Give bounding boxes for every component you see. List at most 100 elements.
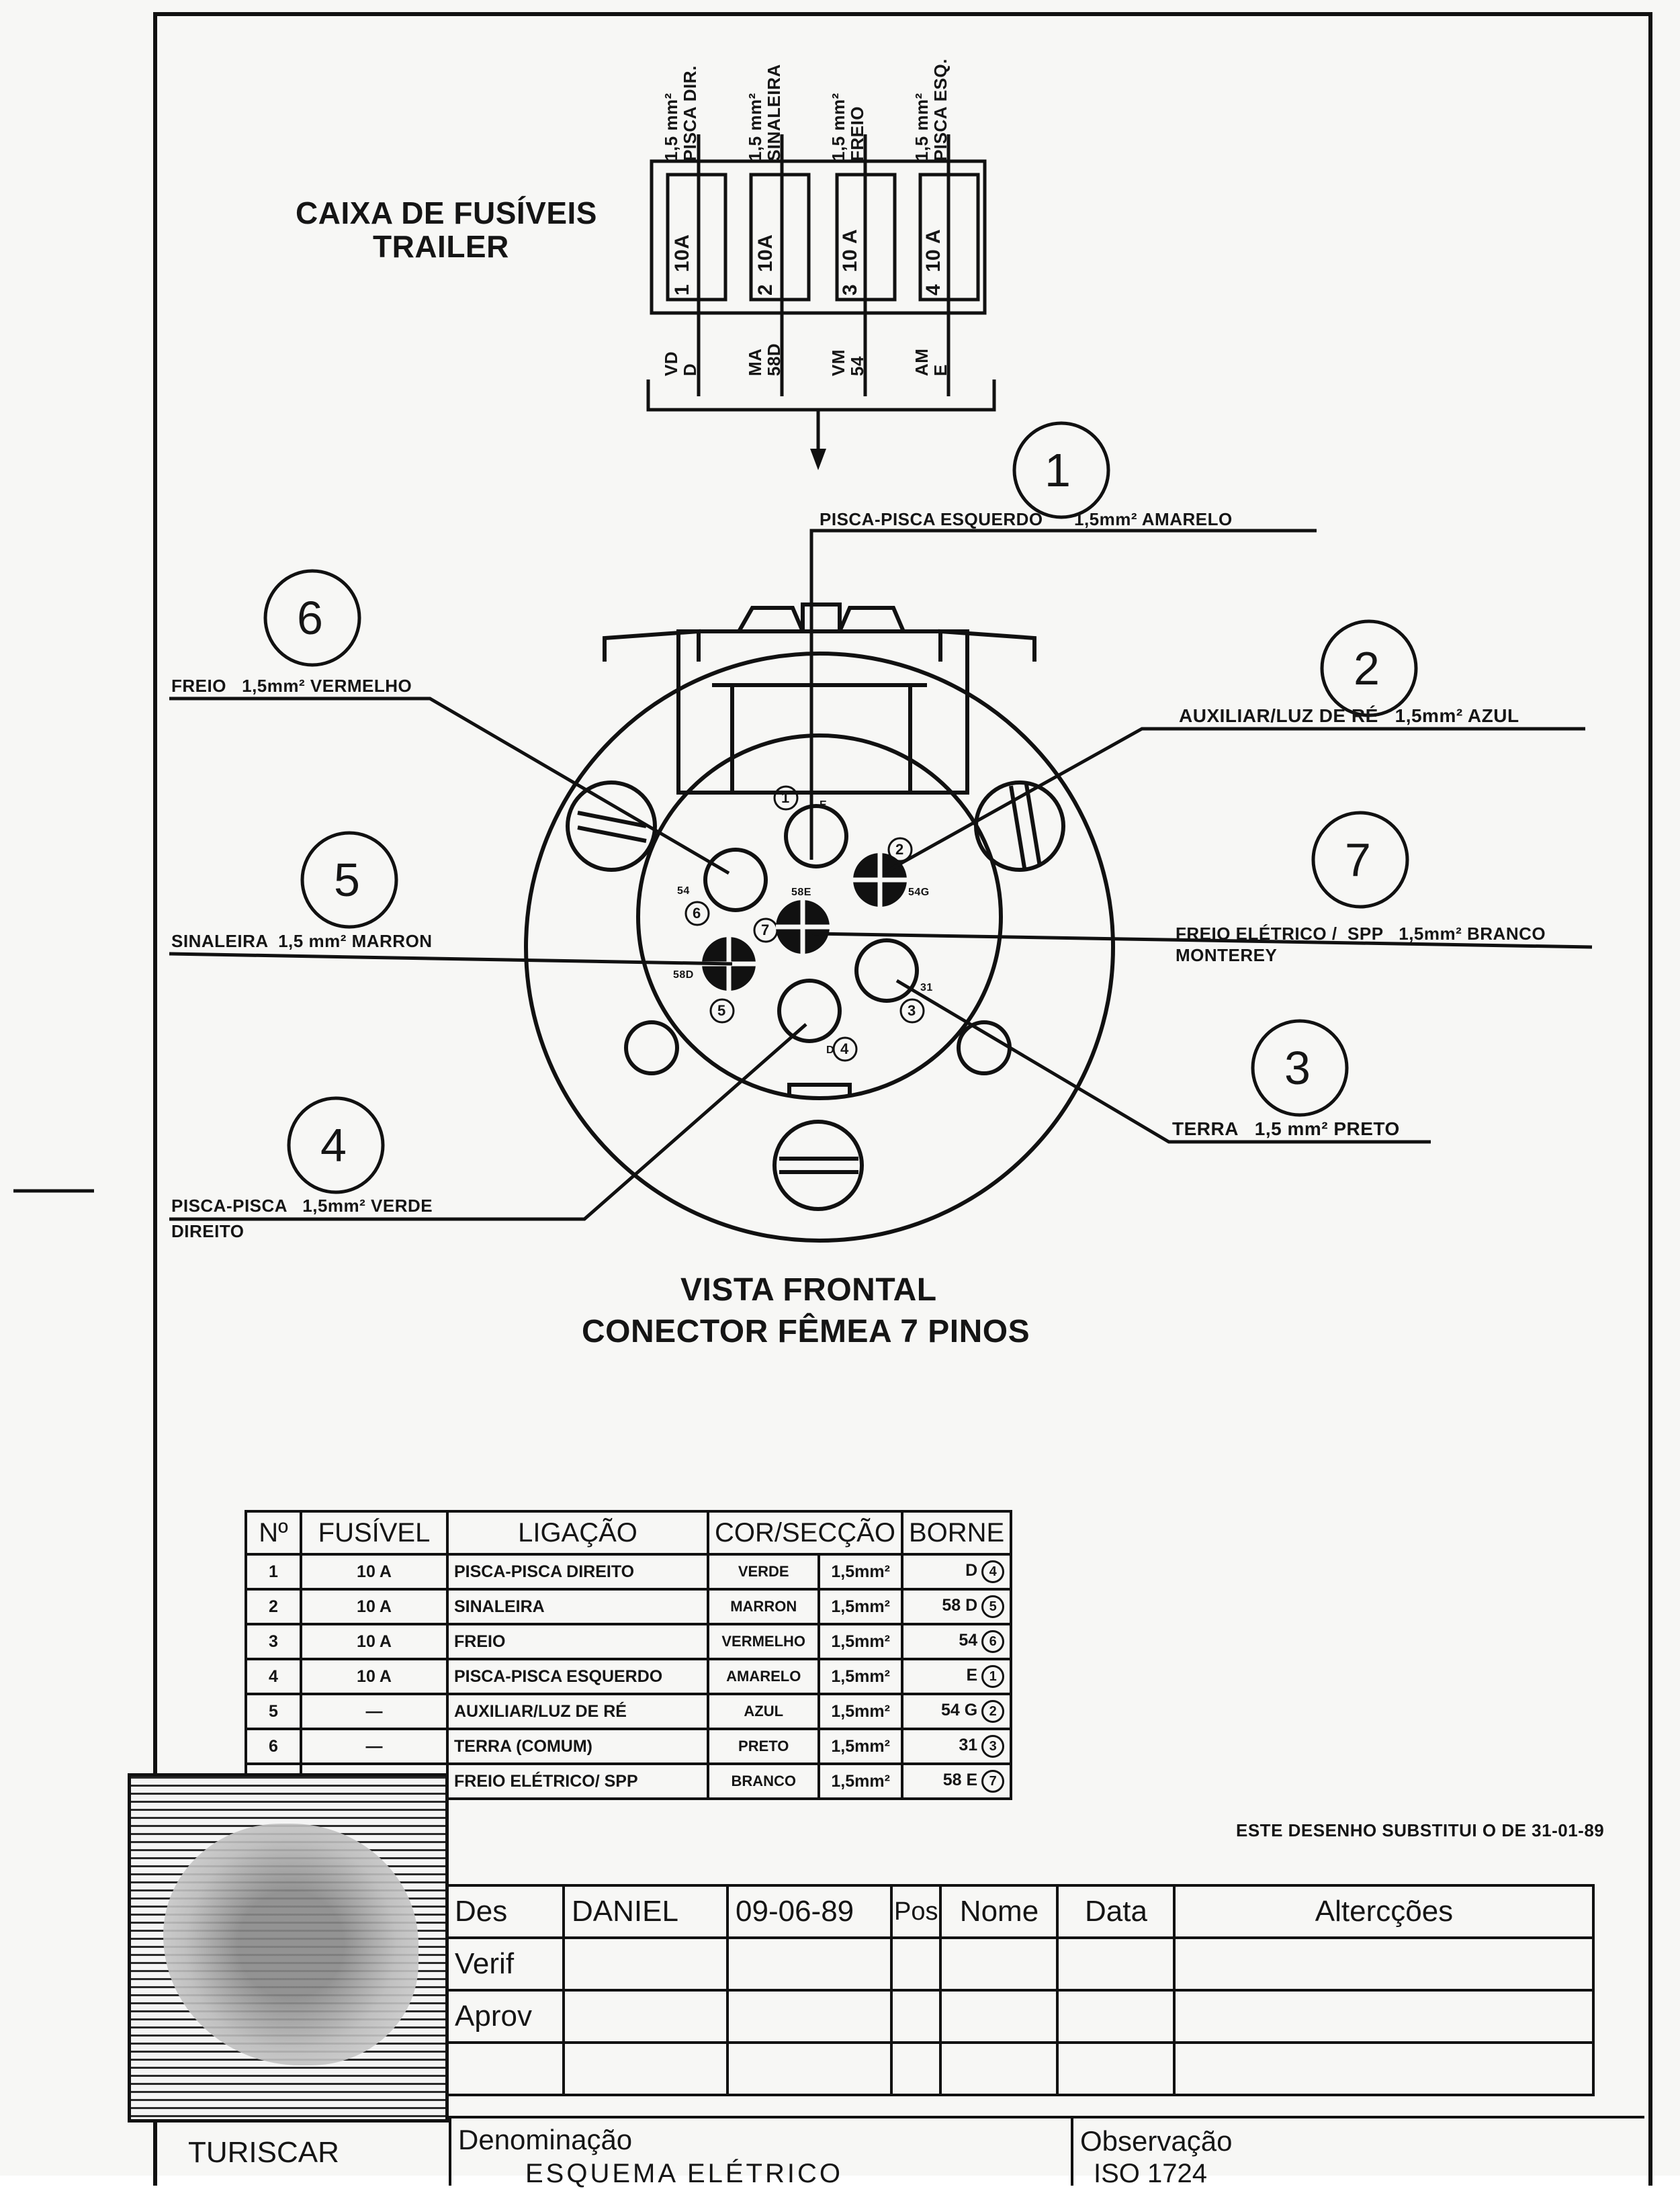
mount-screw-bottom [772, 1120, 864, 1211]
callout-circle-1 [1012, 421, 1110, 519]
borne-code: 31 [959, 1736, 978, 1754]
pin-marker-3 [899, 998, 925, 1024]
table-header-row: Nº FUSÍVEL LIGAÇÃO COR/SECÇÃO BORNE [245, 1510, 1013, 1556]
fuse-4-id: 4 10 A [922, 228, 944, 296]
cell-ligacao: FREIO ELÉTRICO/ SPP [446, 1762, 709, 1800]
blank-cell-3 [726, 2041, 893, 2096]
borne-pin-circle: 3 [981, 1735, 1005, 1758]
table-row: 7 — FREIO ELÉTRICO/ SPP BRANCO 1,5mm² 58… [245, 1762, 1013, 1800]
aprov-name-cell [562, 1989, 729, 2044]
cell-fusivel: — [300, 1693, 449, 1730]
callout-text-2: AUXILIAR/LUZ DE RÉ 1,5mm² AZUL [1179, 705, 1519, 726]
fuse-3-color: VM [828, 349, 848, 376]
pin-number-6: 6 [693, 905, 701, 922]
callout-circle-3 [1251, 1019, 1349, 1117]
insert-key-notch [787, 1083, 852, 1095]
col-data: Data [1056, 1884, 1176, 1939]
callout-number-5: 5 [334, 854, 361, 906]
verif-nome-cell [939, 1936, 1059, 1992]
leader-7 [812, 932, 1593, 949]
cell-no: 3 [245, 1623, 302, 1660]
borne-pin-circle: 2 [981, 1700, 1005, 1723]
cell-fusivel: 10 A [300, 1623, 449, 1660]
harness-arrow-head [810, 449, 826, 470]
fuse-3-terminal: 54 [847, 356, 867, 376]
table-row: 4 10 A PISCA-PISCA ESQUERDO AMARELO 1,5m… [245, 1658, 1013, 1695]
fuse-4-rating: 10 A [922, 228, 944, 273]
leader-3 [895, 979, 1431, 1144]
borne-pin-circle: 4 [981, 1560, 1005, 1583]
fuse-1-number: 1 [671, 283, 693, 296]
callout-text-7: FREIO ELÉTRICO / SPP 1,5mm² BRANCO [1176, 924, 1546, 944]
pin-number-2: 2 [895, 841, 904, 858]
fuse-box-title-line2: TRAILER [373, 229, 509, 264]
terminal-label-54: 54 [677, 885, 690, 897]
callout-circle-4 [287, 1096, 385, 1194]
fuse-box-outline [650, 159, 987, 315]
fuse-3-function: FREIO [847, 106, 867, 161]
header-borne: BORNE [900, 1510, 1013, 1556]
fuse-2-id: 2 10A [754, 234, 777, 296]
pin-number-1: 1 [781, 789, 790, 806]
row-label-aprov: Aprov [445, 1989, 565, 2044]
sheet-border [153, 12, 1652, 2186]
fuse-4-color: AM [912, 348, 932, 376]
terminal-label-e: E [820, 799, 828, 811]
terminal-label-31: 31 [920, 982, 933, 993]
pin-socket-6 [703, 848, 768, 912]
cell-no: 6 [245, 1728, 302, 1765]
callout-circle-5 [300, 831, 398, 929]
aprov-nome-cell [939, 1989, 1059, 2044]
fuse-2-color: MA [745, 348, 765, 376]
cell-cor: AZUL [706, 1693, 821, 1730]
row-label-verif: Verif [445, 1936, 565, 1992]
borne-code: 58 D [942, 1596, 978, 1615]
cell-no: 1 [245, 1553, 302, 1591]
callout-number-7: 7 [1345, 834, 1372, 886]
fuse-4-number: 4 [922, 283, 944, 296]
header-ligacao: LIGAÇÃO [446, 1510, 709, 1556]
cell-cor: BRANCO [706, 1762, 821, 1800]
callout-circle-6 [263, 569, 361, 667]
borne-pin-circle: 5 [981, 1595, 1005, 1618]
callout-text-7-line2: MONTEREY [1176, 945, 1278, 965]
cell-no: 4 [245, 1658, 302, 1695]
pin-number-7: 7 [761, 922, 770, 938]
fuse-3-section: 1,5 mm² [828, 93, 848, 161]
denomination-value: ESQUEMA ELÉTRICO [525, 2159, 843, 2188]
blank-cell-2 [562, 2041, 729, 2096]
fuse-box-title-line1: CAIXA DE FUSÍVEIS [296, 195, 597, 230]
replacement-note: ESTE DESENHO SUBSTITUI O DE 31-01-89 [1236, 1820, 1605, 1840]
fuse-3-id: 3 10 A [839, 229, 861, 296]
verif-name-cell [562, 1936, 729, 1992]
borne-code: 58 E [942, 1771, 978, 1789]
blank-cell-4 [889, 2041, 942, 2096]
callout-number-4: 4 [320, 1119, 347, 1171]
fuse-3-number: 3 [839, 283, 861, 296]
denomination-label: Denominação [458, 2124, 633, 2155]
approval-row-verif: Verif [445, 1936, 1595, 1992]
pin-number-3: 3 [908, 1002, 916, 1019]
borne-code: 54 G [940, 1701, 978, 1719]
cell-cor: MARRON [706, 1588, 821, 1625]
fuse-1-function: PISCA DIR. [680, 65, 700, 161]
approval-row-blank [445, 2041, 1595, 2096]
callout-number-6: 6 [297, 592, 324, 644]
borne-code: D [965, 1561, 978, 1580]
company-logo [128, 1773, 449, 2123]
pin-marker-6 [684, 901, 710, 926]
header-no: Nº [245, 1510, 302, 1556]
cell-ligacao: PISCA-PISCA DIREITO [446, 1553, 709, 1591]
cell-cor: VERDE [706, 1553, 821, 1591]
callout-text-4-line2: DIREITO [171, 1221, 245, 1241]
callout-circle-7 [1311, 811, 1409, 909]
fuse-2-number: 2 [754, 283, 777, 296]
cell-seccao: 1,5mm² [817, 1728, 903, 1765]
verif-date-cell [726, 1936, 893, 1992]
